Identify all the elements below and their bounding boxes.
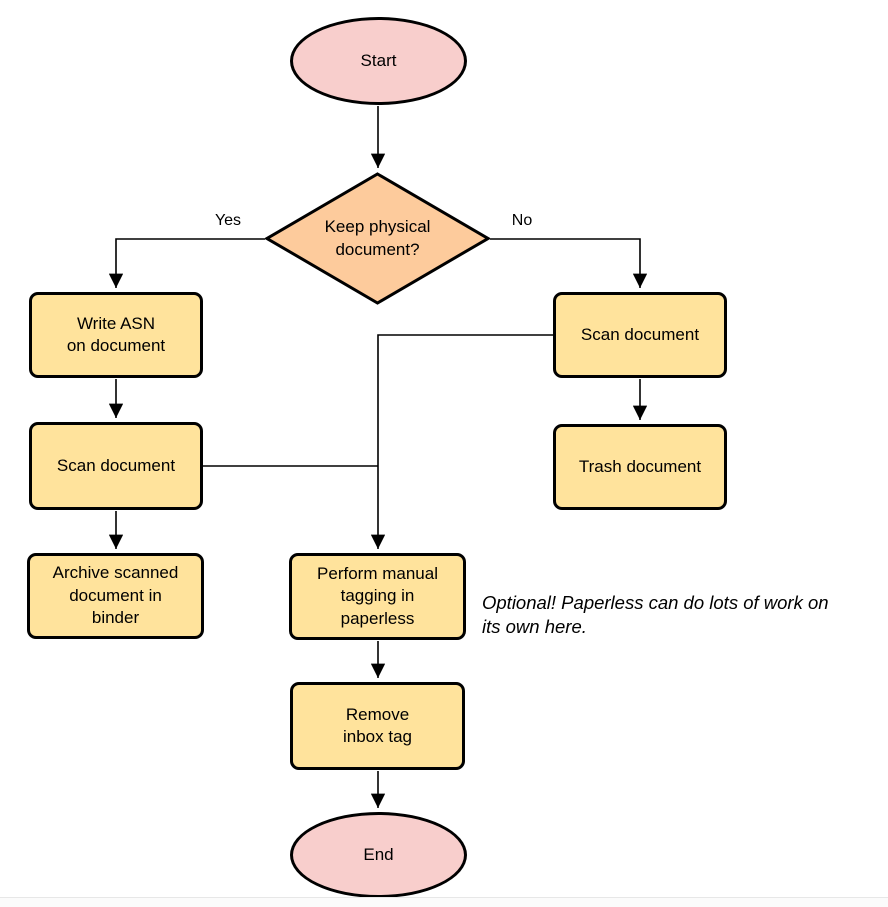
annotation-note: Optional! Paperless can do lots of work … (482, 592, 829, 637)
process-trash-document: Trash document (553, 424, 727, 510)
decision-keep-physical-document: Keep physical document? (265, 172, 490, 305)
process-write-asn: Write ASN on document (29, 292, 203, 378)
edge-label-no: No (511, 212, 533, 229)
edge-decision-yes-to-write-asn (108, 238, 265, 288)
edge-label-yes: Yes (214, 212, 242, 229)
end-terminal: End (290, 812, 467, 898)
page-bottom-strip (0, 898, 888, 907)
process-archive-in-binder: Archive scanned document in binder (27, 553, 204, 639)
process-remove-inbox-tag: Remove inbox tag (290, 682, 465, 770)
edge-decision-no-to-scan-right (490, 238, 648, 288)
process-manual-tagging: Perform manual tagging in paperless (289, 553, 466, 640)
process-scan-document-left: Scan document (29, 422, 203, 510)
diamond-shape (265, 172, 490, 305)
decision-label: Keep physical document? (324, 217, 431, 259)
page-bottom-divider (0, 897, 888, 898)
edge-scan-right-to-tagging (370, 334, 553, 549)
start-terminal: Start (290, 17, 467, 105)
process-scan-document-right: Scan document (553, 292, 727, 378)
